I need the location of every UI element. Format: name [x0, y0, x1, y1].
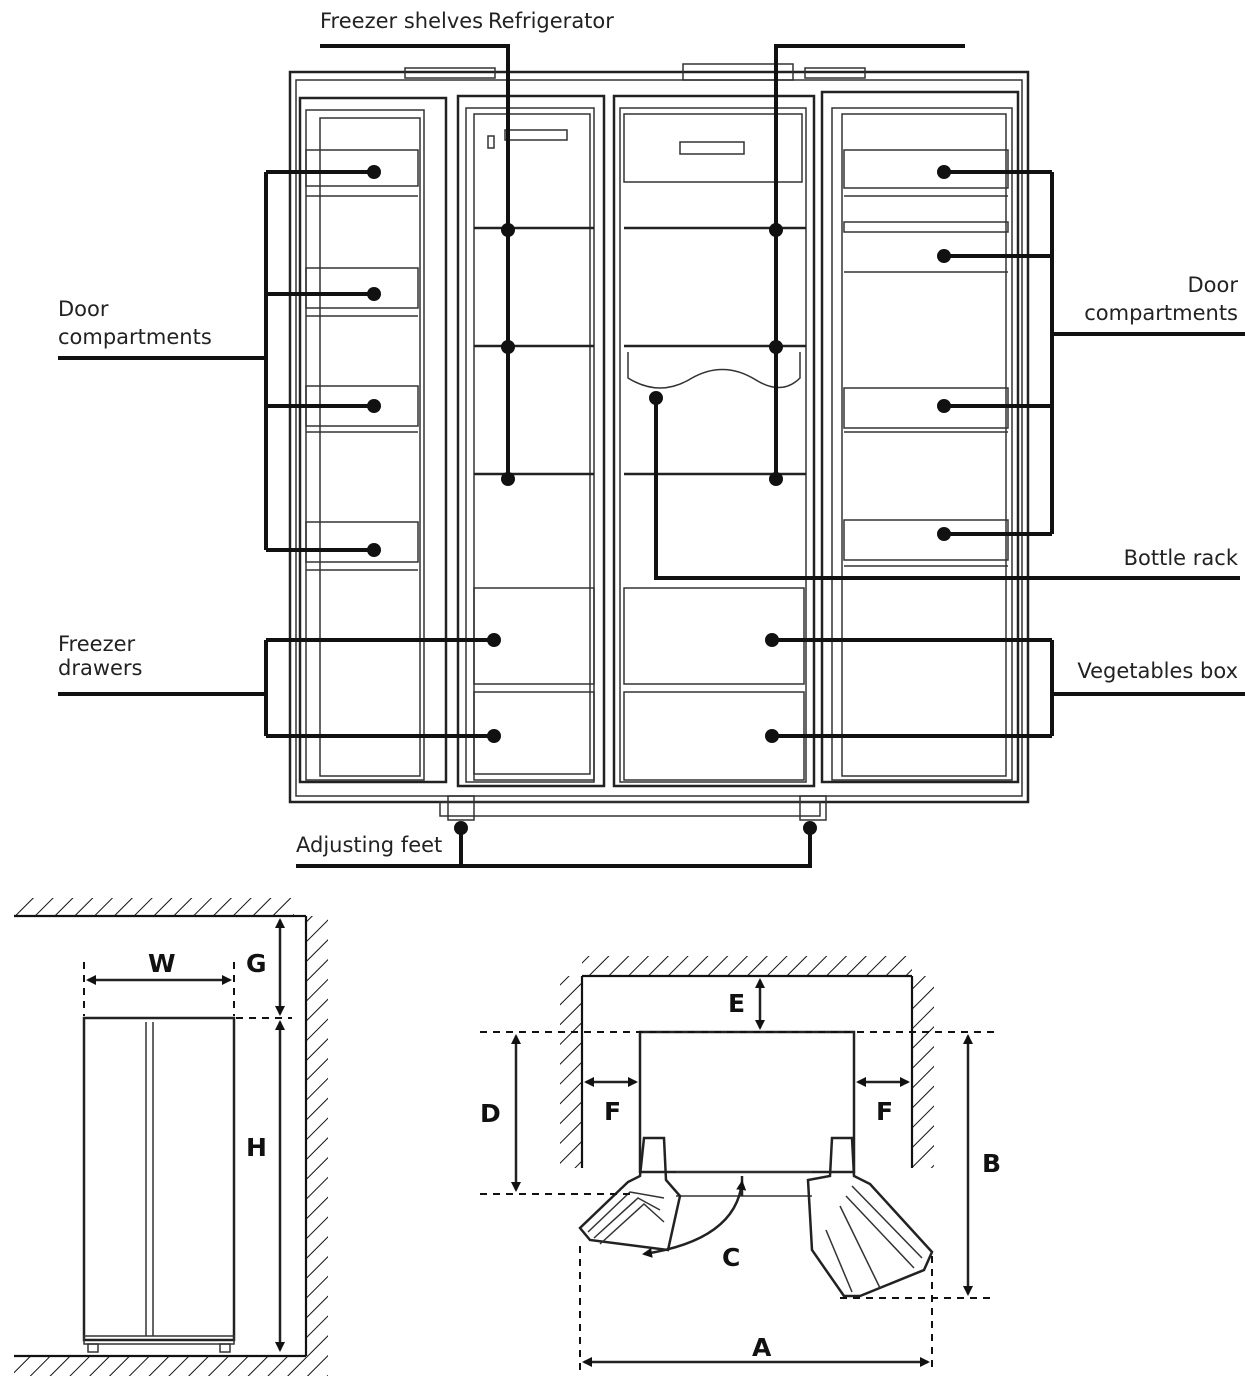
label-vegetables-box: Vegetables box — [1077, 659, 1238, 683]
dim-g: G — [246, 949, 267, 978]
installation-side-view — [14, 898, 328, 1376]
dim-a: A — [752, 1333, 772, 1362]
dim-w: W — [148, 949, 176, 978]
dim-f-right: F — [876, 1097, 893, 1126]
dim-d: D — [480, 1099, 501, 1128]
right-door — [820, 90, 1020, 784]
leader-vegetables-box — [765, 633, 1245, 743]
label-freezer-drawers-1: Freezer — [58, 632, 136, 656]
leader-bottle-rack — [649, 391, 1240, 580]
installation-top-view — [480, 956, 996, 1372]
label-door-compartments-right-1: Door — [1187, 273, 1238, 297]
leader-freezer-shelves — [320, 44, 515, 486]
dim-e: E — [728, 989, 745, 1018]
leader-refrigerator-shelves — [769, 44, 965, 486]
dim-c: C — [722, 1243, 740, 1272]
label-adjusting-feet: Adjusting feet — [296, 833, 442, 857]
label-bottle-rack: Bottle rack — [1124, 546, 1239, 570]
refrigerator-compartment — [612, 94, 816, 788]
left-door — [298, 96, 448, 784]
leader-door-compartments-left — [58, 165, 381, 557]
dim-b: B — [982, 1149, 1001, 1178]
label-door-compartments-left-1: Door — [58, 297, 109, 321]
freezer-compartment — [456, 94, 606, 788]
leader-freezer-drawers — [58, 633, 501, 743]
fridge-body — [288, 63, 1030, 821]
label-door-compartments-left-2: compartments — [58, 325, 212, 349]
label-freezer-shelves: Freezer shelves — [320, 9, 483, 33]
label-door-compartments-right-2: compartments — [1084, 301, 1238, 325]
label-refrigerator: Refrigerator — [488, 9, 614, 33]
label-freezer-drawers-2: drawers — [58, 656, 143, 680]
dim-h: H — [246, 1133, 267, 1162]
dim-f-left: F — [604, 1097, 621, 1126]
leader-door-compartments-right — [937, 165, 1245, 541]
leader-adjusting-feet — [296, 821, 817, 868]
